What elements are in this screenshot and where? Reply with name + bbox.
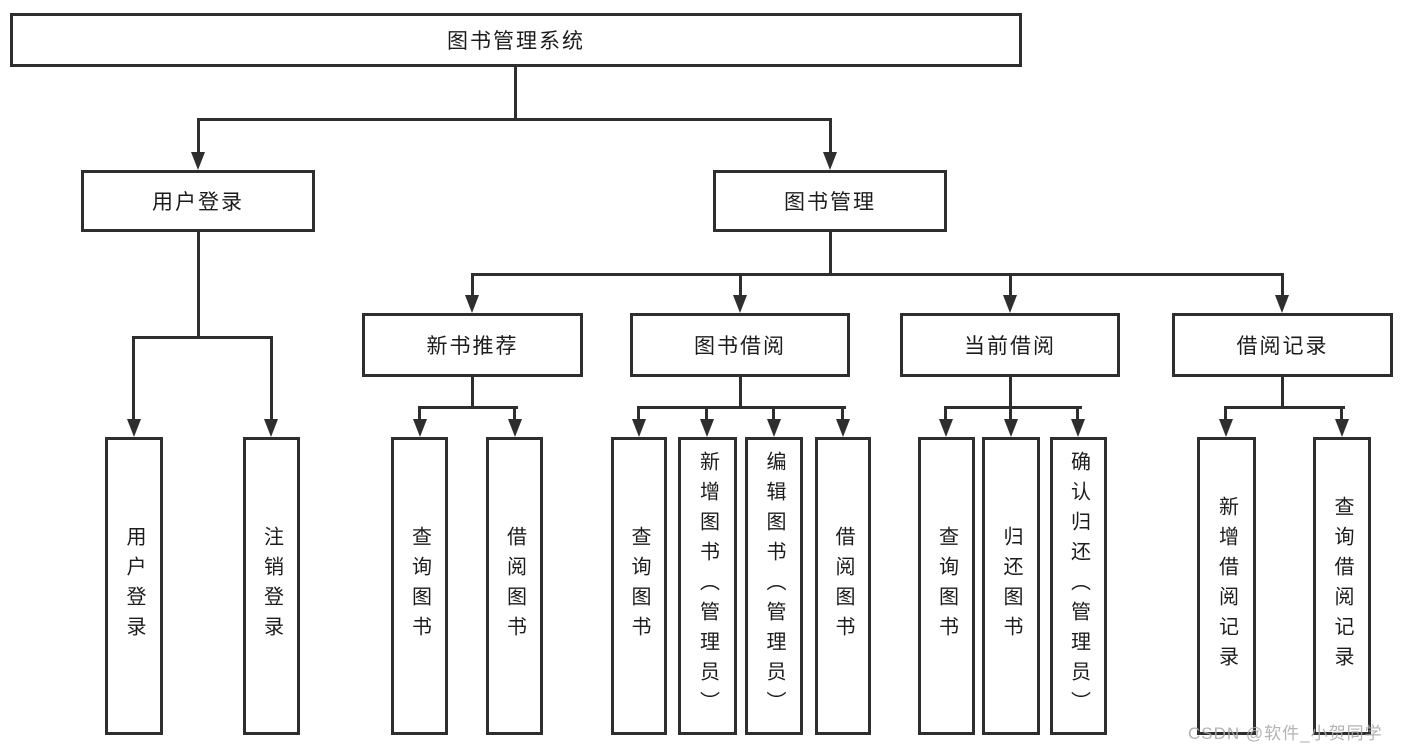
connector-book-mgmt-drop: [829, 232, 832, 273]
connector-branch-line: [1281, 273, 1284, 297]
leaf-label: 查询图书: [628, 526, 650, 646]
connector-branch-line: [197, 118, 200, 154]
leaf-recommend-borrow-books: 借阅图书: [486, 437, 543, 735]
leaf-borrow-query-books: 查询图书: [611, 437, 667, 735]
connector-branch-line: [944, 406, 947, 420]
arrowhead-down-icon: [1071, 419, 1085, 437]
node-label: 新书推荐: [426, 335, 519, 358]
arrowhead-down-icon: [733, 295, 747, 313]
node-label: 图书借阅: [694, 335, 786, 358]
arrowhead-down-icon: [632, 419, 646, 437]
leaf-logout: 注销登录: [243, 437, 300, 735]
leaf-label: 归还图书: [1000, 526, 1022, 646]
connector-recommend-bar: [418, 406, 518, 409]
leaf-borrow-add-books-admin: 新增图书（管理员）: [678, 437, 737, 735]
arrowhead-down-icon: [508, 419, 522, 437]
connector-branch-line: [1009, 406, 1012, 420]
connector-root-drop: [514, 67, 517, 118]
connector-records-drop: [1281, 377, 1284, 406]
arrowhead-down-icon: [1275, 295, 1289, 313]
arrowhead-down-icon: [700, 419, 714, 437]
node-book-management: 图书管理: [713, 170, 947, 232]
leaf-label: 注销登录: [260, 526, 283, 646]
node-label: 借阅记录: [1236, 335, 1329, 358]
connector-branch-line: [772, 406, 775, 420]
leaf-recommend-query-books: 查询图书: [391, 437, 448, 735]
arrowhead-down-icon: [1004, 419, 1018, 437]
leaf-label: 借阅图书: [832, 526, 854, 646]
leaf-label: 用户登录: [123, 526, 145, 646]
connector-branch-line: [829, 118, 832, 154]
connector-branch-line: [513, 406, 516, 420]
leaf-label: 查询图书: [408, 526, 431, 646]
connector-branch-line: [418, 406, 421, 420]
connector-root-bar: [197, 118, 832, 121]
arrowhead-down-icon: [1219, 419, 1233, 437]
leaf-label: 编辑图书（管理员）: [763, 451, 785, 721]
connector-user-login-bar: [132, 336, 273, 339]
arrowhead-down-icon: [1335, 419, 1349, 437]
leaf-label: 借阅图书: [503, 526, 526, 646]
arrowhead-down-icon: [264, 419, 278, 437]
leaf-label: 确认归还（管理员）: [1067, 451, 1090, 721]
connector-branch-line: [637, 406, 640, 420]
connector-branch-line: [1076, 406, 1079, 420]
node-user-login: 用户登录: [81, 170, 315, 232]
connector-branch-line: [705, 406, 708, 420]
node-label: 图书管理: [784, 191, 876, 214]
node-root: 图书管理系统: [10, 13, 1022, 67]
connector-branch-line: [1224, 406, 1227, 420]
leaf-borrow-borrow-books: 借阅图书: [815, 437, 871, 735]
node-current-borrow: 当前借阅: [900, 313, 1120, 377]
connector-book-mgmt-bar: [471, 273, 1284, 276]
leaf-records-query-record: 查询借阅记录: [1313, 437, 1371, 735]
connector-borrow-bar: [637, 406, 846, 409]
connector-recommend-drop: [471, 377, 474, 406]
node-label: 图书管理系统: [447, 30, 585, 53]
arrowhead-down-icon: [836, 419, 850, 437]
node-label: 当前借阅: [964, 335, 1056, 358]
connector-branch-line: [841, 406, 844, 420]
node-new-book-recommend: 新书推荐: [362, 313, 583, 377]
arrowhead-down-icon: [823, 152, 837, 170]
connector-branch-line: [1340, 406, 1343, 420]
connector-branch-line: [1009, 273, 1012, 297]
connector-branch-line: [270, 336, 273, 420]
node-label: 用户登录: [152, 191, 244, 214]
csdn-watermark: CSDN @软件_小贺同学: [1188, 724, 1383, 743]
connector-user-login-drop: [197, 232, 200, 336]
arrowhead-down-icon: [191, 152, 205, 170]
connector-records-bar: [1224, 406, 1345, 409]
node-book-borrow: 图书借阅: [630, 313, 850, 377]
leaf-current-return-books: 归还图书: [982, 437, 1040, 735]
arrowhead-down-icon: [465, 295, 479, 313]
node-borrow-records: 借阅记录: [1172, 313, 1393, 377]
connector-borrow-drop: [739, 377, 742, 406]
leaf-label: 查询图书: [935, 526, 958, 646]
connector-current-drop: [1009, 377, 1012, 406]
arrowhead-down-icon: [767, 419, 781, 437]
leaf-current-query-books: 查询图书: [918, 437, 975, 735]
arrowhead-down-icon: [1003, 295, 1017, 313]
leaf-label: 查询借阅记录: [1331, 496, 1353, 676]
arrowhead-down-icon: [127, 419, 141, 437]
leaf-current-confirm-return-admin: 确认归还（管理员）: [1050, 437, 1107, 735]
connector-branch-line: [132, 336, 135, 420]
connector-current-bar: [944, 406, 1082, 409]
leaf-label: 新增图书（管理员）: [696, 451, 719, 721]
leaf-user-login: 用户登录: [105, 437, 163, 735]
connector-branch-line: [739, 273, 742, 297]
leaf-label: 新增借阅记录: [1215, 496, 1238, 676]
leaf-records-add-record: 新增借阅记录: [1197, 437, 1256, 735]
leaf-borrow-edit-books-admin: 编辑图书（管理员）: [745, 437, 803, 735]
arrowhead-down-icon: [413, 419, 427, 437]
connector-branch-line: [471, 273, 474, 297]
arrowhead-down-icon: [939, 419, 953, 437]
